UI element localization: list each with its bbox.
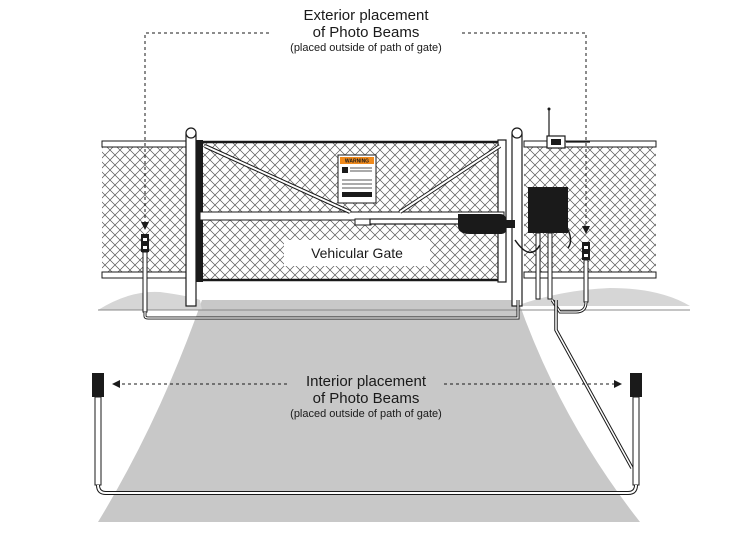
warning-sign: WARNING xyxy=(337,154,377,204)
driveway xyxy=(98,300,640,522)
control-box xyxy=(514,187,572,300)
exterior-title-line2: of Photo Beams xyxy=(312,24,420,41)
interior-photo-beam-left xyxy=(92,373,104,486)
exterior-placement-indicator xyxy=(141,32,590,234)
left-gate-post xyxy=(185,127,197,307)
right-gate-post xyxy=(511,127,523,307)
interior-title-line2: of Photo Beams xyxy=(312,390,420,407)
ground-right xyxy=(516,288,690,306)
interior-title-line1: Interior placement xyxy=(305,373,427,390)
interior-photo-beam-right xyxy=(630,373,642,486)
interior-placement-label: Interior placement of Photo Beams (place… xyxy=(236,373,496,422)
interior-subtitle: (placed outside of path of gate) xyxy=(290,408,442,420)
exterior-subtitle: (placed outside of path of gate) xyxy=(290,42,442,54)
ground-left xyxy=(98,291,202,310)
warning-sign-header: WARNING xyxy=(345,159,369,165)
exterior-placement-label: Exterior placement of Photo Beams (place… xyxy=(236,7,496,56)
vehicular-gate-label: Vehicular Gate xyxy=(284,240,430,266)
exterior-title-line1: Exterior placement xyxy=(303,7,429,24)
gate-actuator xyxy=(354,214,515,234)
interior-placement-indicator xyxy=(112,380,622,388)
antenna xyxy=(546,107,590,149)
